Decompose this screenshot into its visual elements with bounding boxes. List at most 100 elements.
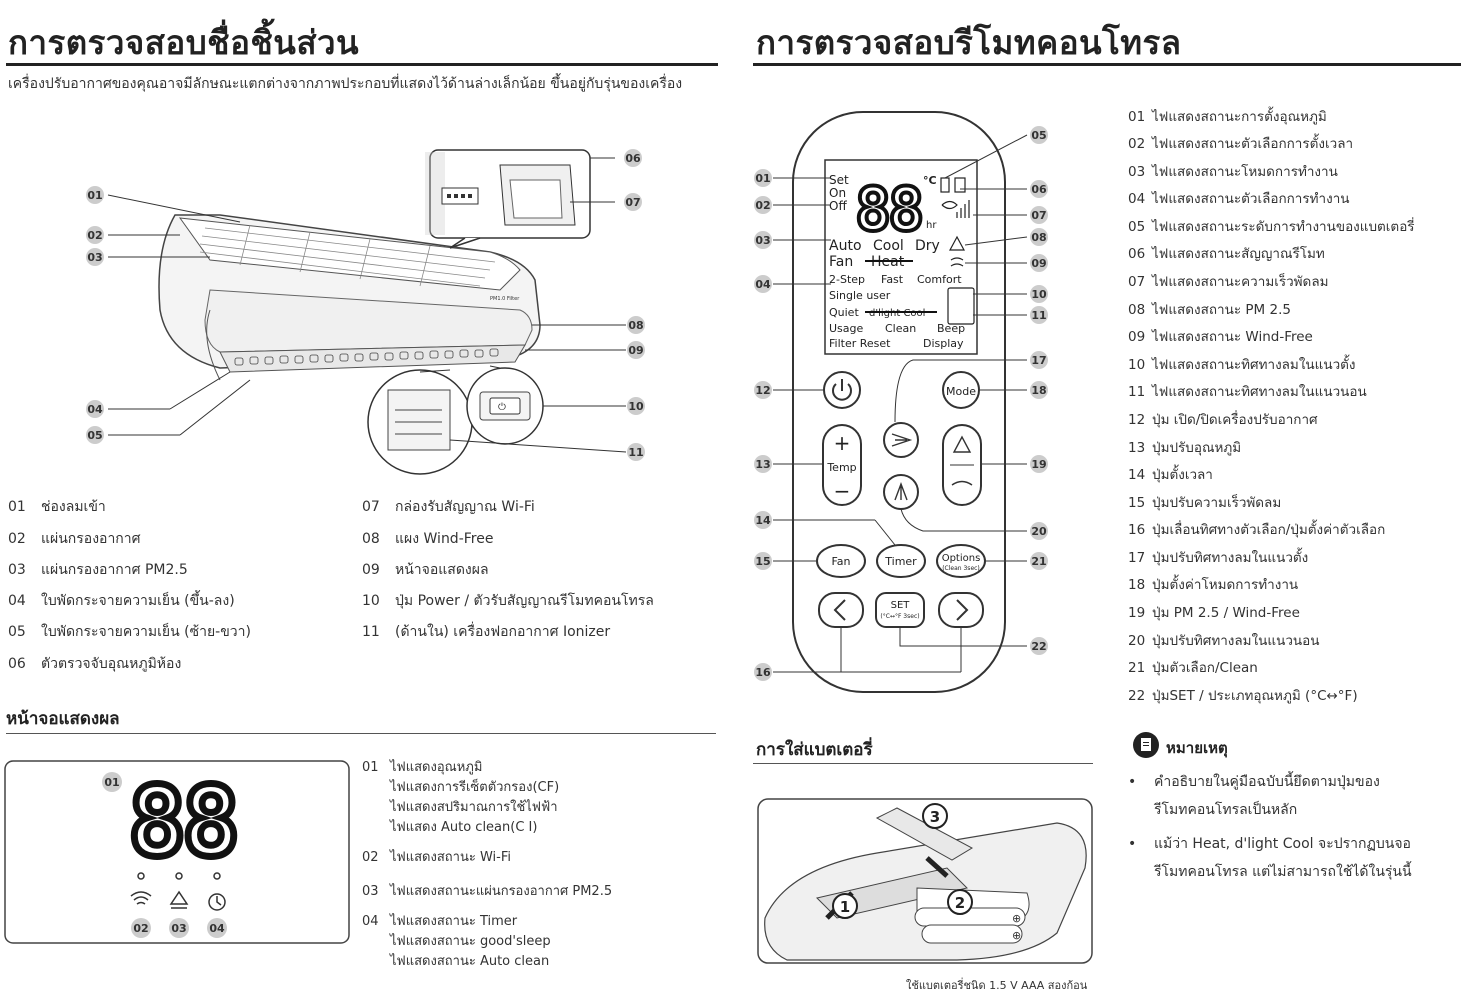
svg-text:Off: Off	[829, 199, 847, 213]
svg-text:22: 22	[1031, 640, 1046, 653]
svg-text:02: 02	[755, 199, 770, 212]
svg-text:04: 04	[209, 922, 225, 935]
display-panel: 88 01 02 03 04	[4, 760, 350, 944]
svg-text:01: 01	[755, 172, 770, 185]
svg-text:Usage: Usage	[829, 322, 864, 335]
battery-rule	[753, 763, 1093, 764]
svg-text:Options: Options	[942, 553, 981, 564]
svg-text:05: 05	[1031, 129, 1046, 142]
svg-text:06: 06	[1031, 183, 1047, 196]
svg-text:Cool: Cool	[873, 238, 904, 254]
svg-text:Comfort: Comfort	[917, 273, 962, 286]
svg-text:⊕: ⊕	[1012, 912, 1021, 925]
svg-text:19: 19	[1031, 458, 1046, 471]
unit-badge: PM1.0 Filter	[490, 296, 520, 302]
title-rule	[6, 63, 718, 66]
display-heading: หน้าจอแสดงผล	[6, 709, 120, 729]
svg-text:12: 12	[755, 384, 770, 397]
right-arrow-button[interactable]	[938, 592, 984, 628]
svg-text:13: 13	[755, 458, 770, 471]
svg-text:14: 14	[755, 514, 771, 527]
svg-text:09: 09	[1031, 257, 1046, 270]
note-icon	[1133, 732, 1159, 758]
svg-text:09: 09	[628, 344, 643, 357]
battery-illustration: ⊕⊕ 1 2 3	[757, 798, 1093, 964]
svg-text:03: 03	[87, 251, 102, 264]
timer-button[interactable]	[876, 544, 926, 578]
list-item: 02 ไฟแสดงสถานะ Wi-Fi	[362, 850, 511, 865]
display-legend: 01 ไฟแสดงอุณหภูมิไฟแสดงการรีเซ็ตตัวกรอง(…	[362, 758, 712, 972]
svg-text:02: 02	[87, 229, 102, 242]
svg-text:Fast: Fast	[881, 273, 904, 286]
temp-rocker[interactable]	[822, 424, 862, 506]
svg-text:06: 06	[625, 152, 641, 165]
svg-text:1: 1	[840, 898, 850, 916]
timer-icon	[208, 893, 226, 911]
svg-text:16: 16	[755, 666, 771, 679]
svg-text:⊕: ⊕	[1012, 929, 1021, 942]
pm25-icon	[169, 890, 189, 909]
list-item: 11(ด้านใน) เครื่องฟอกอากาศ Ionizer	[362, 624, 611, 640]
svg-text:07: 07	[625, 196, 640, 209]
svg-text:Dry: Dry	[915, 238, 940, 254]
svg-text:On: On	[829, 186, 846, 200]
svg-text:Single user: Single user	[829, 289, 891, 302]
svg-text:Temp: Temp	[826, 461, 856, 474]
svg-text:Fan: Fan	[829, 254, 853, 270]
svg-text:Fan: Fan	[831, 555, 850, 568]
left-arrow-button[interactable]	[818, 592, 864, 628]
svg-text:08: 08	[628, 319, 643, 332]
svg-text:Display: Display	[923, 337, 964, 350]
list-item: 03 ไฟแสดงสถานะแผ่นกรองอากาศ PM2.5	[362, 884, 613, 899]
svg-text:07: 07	[1031, 209, 1046, 222]
svg-text:15: 15	[755, 555, 770, 568]
svg-text:SET: SET	[891, 600, 911, 611]
svg-text:⏻: ⏻	[498, 402, 506, 413]
parts-intro: เครื่องปรับอากาศของคุณอาจมีลักษณะแตกต่าง…	[8, 76, 683, 92]
svg-text:−: −	[834, 479, 851, 503]
svg-text:03: 03	[171, 922, 186, 935]
svg-text:02: 02	[133, 922, 148, 935]
display-rule	[6, 733, 716, 734]
svg-text:01: 01	[104, 776, 119, 789]
svg-text:01: 01	[87, 189, 102, 202]
svg-text:21: 21	[1031, 555, 1046, 568]
svg-text:Timer: Timer	[884, 555, 917, 568]
svg-text:3: 3	[930, 808, 940, 826]
wifi-icon	[130, 891, 152, 905]
note-heading: หมายเหตุ	[1166, 739, 1228, 757]
svg-text:d'light Cool: d'light Cool	[869, 308, 925, 319]
svg-text:Mode: Mode	[946, 385, 976, 398]
svg-text:88: 88	[855, 175, 921, 245]
svg-text:Quiet: Quiet	[829, 306, 859, 319]
unit-callouts: 01 02 03 04 05 06 07 08 09 10 11	[86, 149, 645, 461]
svg-text:11: 11	[1031, 309, 1046, 322]
battery-caption: ใช้แบตเตอรี่ชนิด 1.5 V AAA สองก้อน	[906, 979, 1088, 992]
